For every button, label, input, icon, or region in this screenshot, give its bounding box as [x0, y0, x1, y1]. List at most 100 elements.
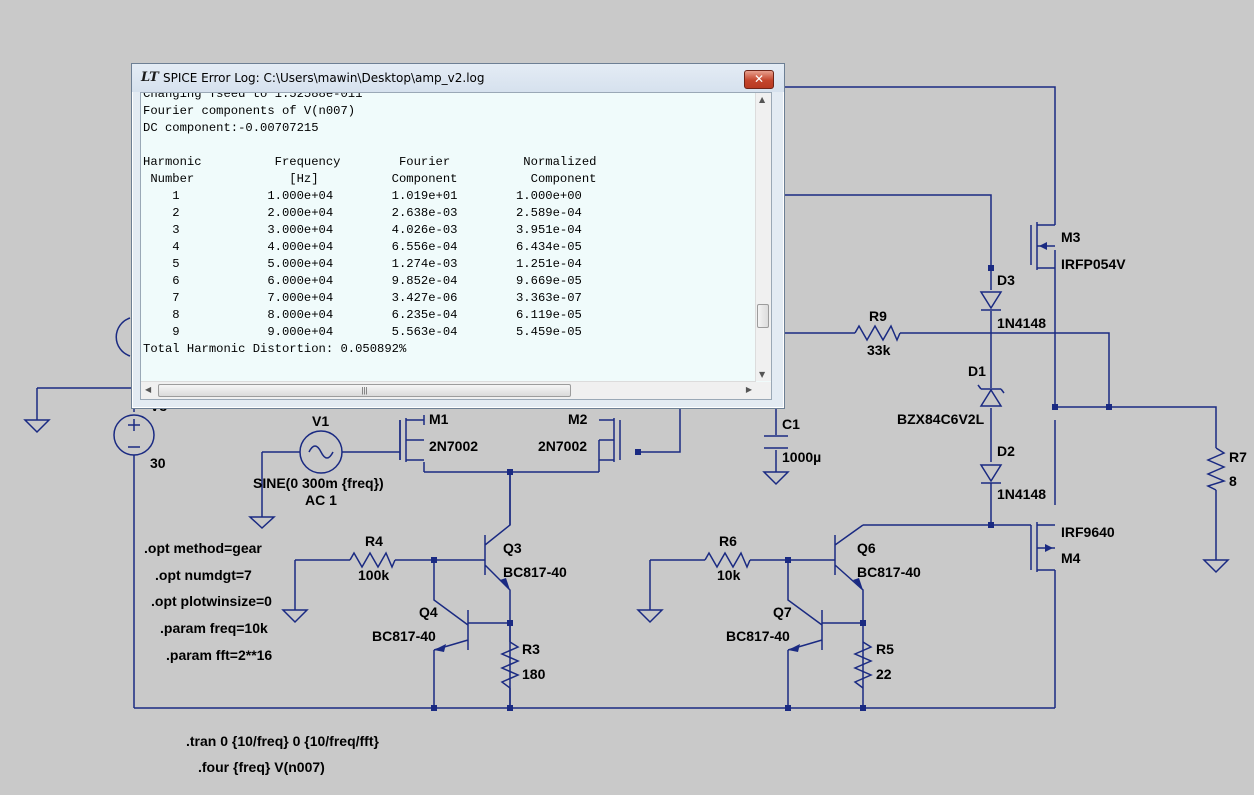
log-line: Harmonic Frequency Fourier Normalized — [143, 155, 597, 169]
d1-name: D1 — [968, 363, 986, 379]
wire-q3 — [434, 472, 511, 708]
wire-top-rail — [783, 86, 1056, 225]
scroll-down-icon[interactable]: ▼ — [759, 370, 766, 379]
q6-name: Q6 — [857, 540, 876, 556]
junction — [507, 620, 513, 626]
log-line — [143, 137, 596, 154]
q7-model: BC817-40 — [726, 628, 790, 644]
v3-value: 30 — [150, 455, 166, 471]
directive-opt-numdgt[interactable]: .opt numdgt=7 — [155, 567, 252, 583]
r3-name: R3 — [522, 641, 540, 657]
vertical-scroll-thumb[interactable] — [757, 304, 769, 328]
wire-m3-gate — [783, 194, 992, 268]
log-line: 3 3.000e+04 4.026e-03 3.951e-04 — [143, 223, 582, 237]
m1-body — [399, 418, 424, 462]
ground-c1 — [762, 471, 790, 486]
d2-symbol — [979, 464, 1003, 484]
log-line: 4 4.000e+04 6.556e-04 6.434e-05 — [143, 240, 582, 254]
ground-r7 — [1202, 559, 1230, 574]
r9-value: 33k — [867, 342, 891, 358]
ground-r4 — [281, 609, 309, 624]
q3-name: Q3 — [503, 540, 522, 556]
r9-symbol — [854, 324, 901, 342]
d3-name: D3 — [997, 272, 1015, 288]
directive-opt-method[interactable]: .opt method=gear — [144, 540, 262, 556]
partial-source — [115, 317, 131, 357]
q4-arrow — [434, 644, 446, 652]
m1-name: M1 — [429, 411, 449, 427]
log-line: 1 1.000e+04 1.019e+01 1.000e+00 — [143, 189, 582, 203]
junction — [431, 557, 437, 563]
directive-tran[interactable]: .tran 0 {10/freq} 0 {10/freq/fft} — [186, 733, 379, 749]
directive-four[interactable]: .four {freq} V(n007) — [198, 759, 325, 775]
junction — [507, 469, 513, 475]
r6-name: R6 — [719, 533, 737, 549]
log-line: 2 2.000e+04 2.638e-03 2.589e-04 — [143, 206, 582, 220]
wire-m3-drain — [1054, 250, 1109, 408]
r3-value: 180 — [522, 666, 546, 682]
error-log-window[interactable]: LT SPICE Error Log: C:\Users\mawin\Deskt… — [131, 63, 785, 409]
q4-model: BC817-40 — [372, 628, 436, 644]
log-line: 8 8.000e+04 6.235e-04 6.119e-05 — [143, 308, 582, 322]
r3-symbol — [500, 641, 520, 689]
m3-arrow — [1039, 242, 1047, 250]
junction — [1052, 404, 1058, 410]
m3-model: IRFP054V — [1061, 256, 1126, 272]
r7-symbol — [1206, 447, 1227, 491]
r7-value: 8 — [1229, 473, 1237, 489]
directive-param-fft[interactable]: .param fft=2**16 — [166, 647, 273, 663]
log-line: 7 7.000e+04 3.427e-06 3.363e-07 — [143, 291, 582, 305]
m4-body — [1030, 522, 1055, 572]
junction — [635, 449, 641, 455]
scroll-left-icon[interactable]: ◀ — [145, 385, 152, 394]
wire-q4 — [433, 560, 510, 708]
v1-name: V1 — [312, 413, 330, 429]
log-line: DC component:-0.00707215 — [143, 121, 319, 135]
m1-model: 2N7002 — [429, 438, 479, 454]
junction — [860, 620, 866, 626]
c1-name: C1 — [782, 416, 800, 432]
r4-name: R4 — [365, 533, 383, 549]
log-line: 5 5.000e+04 1.274e-03 1.251e-04 — [143, 257, 582, 271]
scroll-up-icon[interactable]: ▲ — [759, 95, 766, 104]
q4-name: Q4 — [419, 604, 438, 620]
wire-r7 — [1109, 406, 1217, 560]
close-button[interactable]: ✕ — [744, 70, 774, 89]
horizontal-scroll-thumb[interactable]: ||| — [158, 384, 571, 397]
r5-name: R5 — [876, 641, 894, 657]
q6-arrow — [853, 578, 863, 590]
m4-name: M4 — [1061, 550, 1081, 566]
d1-symbol — [977, 384, 1005, 407]
ground-v1 — [248, 452, 276, 530]
m4-model: IRF9640 — [1061, 524, 1115, 540]
wire-r4 — [294, 559, 434, 610]
log-line: Number [Hz] Component Component — [143, 172, 597, 186]
m2-body — [599, 418, 621, 462]
wire-left-ground — [36, 387, 131, 420]
d3-symbol — [979, 291, 1003, 311]
log-line: Fourier components of V(n007) — [143, 104, 356, 118]
directive-opt-plotwinsize[interactable]: .opt plotwinsize=0 — [151, 593, 272, 609]
r4-symbol — [349, 551, 396, 569]
q3-model: BC817-40 — [503, 564, 567, 580]
junction — [785, 705, 791, 711]
wire-q6 — [788, 524, 864, 708]
directive-param-freq[interactable]: .param freq=10k — [160, 620, 268, 636]
junction — [431, 705, 437, 711]
wire-q7 — [787, 560, 863, 708]
title-bar[interactable]: LT SPICE Error Log: C:\Users\mawin\Deskt… — [132, 64, 784, 92]
log-line: 9 9.000e+04 5.563e-04 5.459e-05 — [143, 325, 582, 339]
junction — [988, 265, 994, 271]
m4-arrow — [1045, 544, 1053, 552]
window-title: SPICE Error Log: C:\Users\mawin\Desktop\… — [163, 71, 485, 85]
vertical-scrollbar[interactable]: ▲ ▼ — [755, 93, 771, 381]
horizontal-scrollbar[interactable]: ◀ ||| ▶ — [141, 381, 756, 399]
wire-r9 — [783, 332, 1110, 407]
r4-value: 100k — [358, 567, 390, 583]
ltspice-icon: LT — [141, 70, 159, 85]
q7-name: Q7 — [773, 604, 792, 620]
scroll-right-icon[interactable]: ▶ — [745, 385, 752, 394]
